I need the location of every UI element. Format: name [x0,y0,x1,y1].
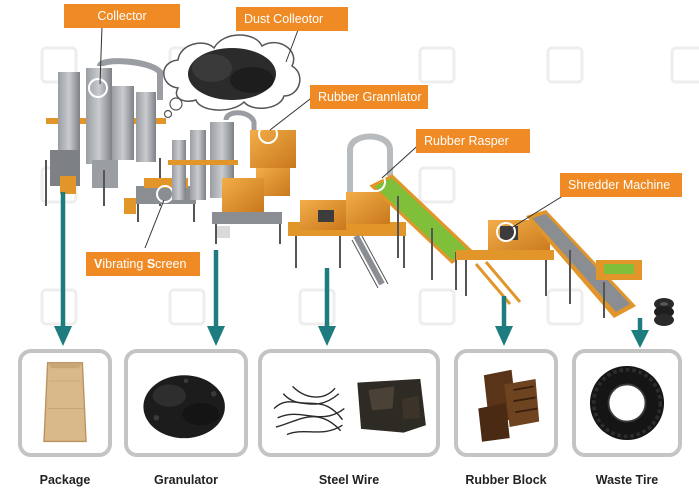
tire-stack-icon [654,298,674,326]
product-box-package [18,349,112,457]
tire-icon [589,365,665,441]
vibrating-screen-label-creen: creen [155,257,187,271]
arrow-to-steel-wire [318,268,336,346]
flow-arrows [54,192,649,348]
arrow-to-granulator [207,250,225,346]
rubber-rasper-machine [288,133,406,289]
caption-waste-tire: Waste Tire [595,473,659,487]
rubber-rasper-label: Rubber Rasper [416,129,530,153]
vibrating-screen-label-s: S [146,257,156,271]
rubber-granules-icon [143,375,225,439]
collector-machine [45,58,166,206]
dust-cloud-icon [163,34,301,119]
product-box-granulator [124,349,248,457]
vibrating-screen-label-v: V [94,257,103,271]
rubber-granulator-label: Rubber Grannlator [310,85,428,109]
shredder-conveyor [526,210,642,318]
caption-rubber-block: Rubber Block [465,473,547,487]
arrow-to-waste-tire [631,318,649,348]
vibrating-screen-label: Vibrating Screen [86,252,200,276]
steel-wire-and-rubber-chips-icon [273,378,426,436]
watermark-logos [40,46,699,326]
caption-steel-wire: Steel Wire [318,473,380,487]
rubber-granulator-machine [212,124,296,244]
dust-collector-label: Dust Colleotor [236,7,348,31]
paper-sack-icon [43,362,87,443]
product-box-steel-wire [258,349,440,457]
shredder-machine-label: Shredder Machine [560,173,682,197]
vibrating-screen-label-ibrating: ibrating [102,257,147,271]
product-box-rubber-block [454,349,558,457]
caption-package: Package [39,473,91,487]
shredder-machine [456,220,554,305]
caption-granulator: Granulator [154,473,218,487]
collector-label: Collector [64,4,180,28]
arrow-to-package [54,192,72,346]
product-box-waste-tire [572,349,682,457]
arrow-to-rubber-block [495,296,513,346]
rubber-blocks-icon [478,369,540,442]
